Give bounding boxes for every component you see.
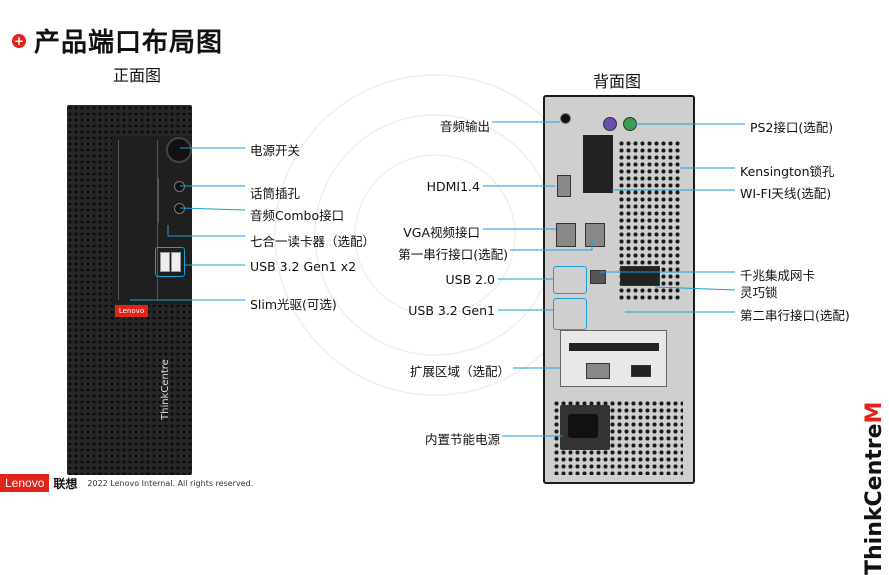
thinkcentre-m: M (862, 401, 887, 424)
front-view-label: 正面图 (113, 66, 162, 85)
callout-psu: 内置节能电源 (424, 432, 500, 447)
callout-card-reader: 七合一读卡器（选配） (250, 234, 376, 249)
callout-mic-jack: 话筒插孔 (250, 186, 301, 201)
expansion-port-icon (631, 365, 651, 377)
leader-line (167, 225, 245, 237)
callout-usb3: USB 3.2 Gen1 (408, 303, 495, 318)
callout-serial-2: 第二串行接口(选配) (740, 308, 850, 323)
hdmi-port-icon (557, 175, 571, 197)
copyright-text: 2022 Lenovo Internal. All rights reserve… (87, 478, 254, 488)
callout-optical-drive: Slim光驱(可选) (250, 297, 337, 312)
vga-port-icon (556, 223, 576, 247)
lenovo-chinese-brand: 联想 (53, 476, 78, 491)
front-lenovo-badge: Lenovo (115, 305, 148, 317)
back-view-label: 背面图 (593, 72, 642, 91)
plus-icon: + (12, 33, 26, 48)
serial-port-icon (585, 223, 605, 247)
callout-power-switch: 电源开关 (250, 143, 301, 158)
callout-expansion: 扩展区域（选配） (409, 364, 510, 379)
ps2-port-icon (603, 117, 617, 131)
thinkcentre-logo: ThinkCentreM (862, 402, 887, 575)
leader-line (510, 240, 593, 251)
thinkcentre-text: ThinkCentre (862, 423, 887, 575)
usb-port-icon (160, 252, 170, 272)
callout-wifi: WI-FI天线(选配) (740, 186, 832, 201)
optical-drive-bay (118, 140, 158, 300)
wifi-module (583, 135, 613, 193)
expansion-vga-icon (586, 363, 610, 379)
leader-line (654, 286, 736, 291)
expansion-area (560, 330, 667, 387)
callout-audio-out: 音频输出 (439, 119, 490, 134)
leader-lines (130, 121, 745, 437)
ethernet-port-icon (590, 270, 606, 284)
callout-smart-lock: 灵巧锁 (740, 285, 778, 300)
power-socket-icon (568, 414, 598, 438)
callout-audio-combo: 音频Combo接口 (250, 208, 345, 223)
callout-usb2: USB 2.0 (445, 272, 495, 287)
card-reader-slot (158, 178, 187, 223)
title-bar: + 产品端口布局图 (12, 22, 223, 59)
callout-kensington: Kensington锁孔 (740, 164, 835, 179)
leader-line (179, 207, 246, 211)
callout-ps2: PS2接口(选配) (750, 120, 834, 135)
audio-out-icon (560, 113, 571, 124)
usb-port-icon (171, 252, 181, 272)
callout-ethernet: 千兆集成网卡 (740, 268, 816, 283)
front-usb-group (155, 247, 185, 277)
callout-vga: VGA视频接口 (403, 225, 480, 240)
footer: Lenovo 联想 2022 Lenovo Internal. All righ… (0, 472, 253, 494)
power-button-icon (166, 137, 192, 163)
callout-front-usb: USB 3.2 Gen1 x2 (250, 259, 357, 274)
callout-hdmi: HDMI1.4 (426, 179, 480, 194)
back-usb2-group (553, 266, 587, 294)
page-title: 产品端口布局图 (34, 28, 224, 58)
expansion-slot (569, 343, 659, 351)
ethernet-card-icon (620, 266, 660, 286)
lenovo-logo: Lenovo (0, 474, 50, 492)
callout-serial-1: 第一串行接口(选配) (398, 247, 508, 262)
back-usb3-group (553, 298, 587, 330)
